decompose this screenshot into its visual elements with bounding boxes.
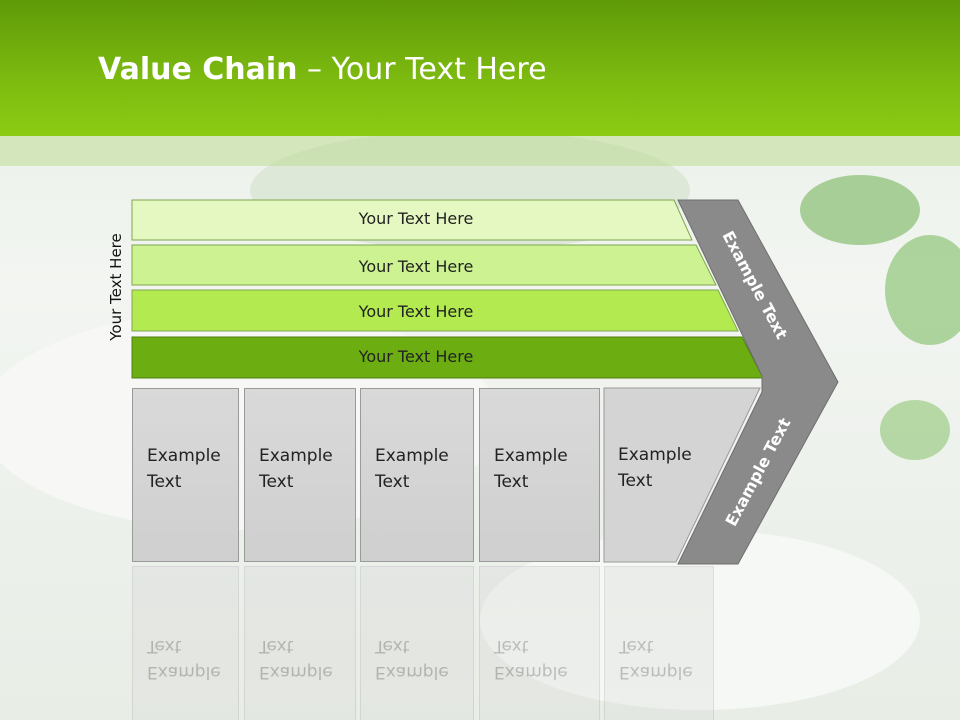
pebble-shape — [480, 530, 920, 710]
bar-4-label: Your Text Here — [358, 347, 474, 366]
bar-2-label: Your Text Here — [358, 257, 474, 276]
bar-2 — [131, 244, 717, 286]
box-3: Example Text — [360, 388, 474, 562]
box-4-label: Example Text — [494, 446, 568, 492]
header-bar — [0, 0, 960, 136]
leaf-shape — [885, 235, 960, 345]
leaf-shape — [880, 400, 950, 460]
chevron-shape — [677, 199, 839, 565]
box-4: Example Text — [479, 388, 600, 562]
box-2-label: Example Text — [259, 446, 333, 492]
header-band — [0, 136, 960, 166]
box-2: Example Text — [244, 388, 356, 562]
title-bold: Value Chain — [98, 52, 298, 87]
bar-1-label: Your Text Here — [358, 209, 474, 228]
leaf-shape — [800, 175, 920, 245]
box-5-label: Example Text — [618, 445, 692, 491]
slide-title: Value Chain – Your Text Here — [98, 52, 547, 87]
box-1-label: Example Text — [147, 446, 221, 492]
box-5: Example Text — [604, 388, 714, 562]
box-3-label: Example Text — [375, 446, 449, 492]
box-1: Example Text — [132, 388, 239, 562]
box-5-shape — [603, 387, 761, 563]
bar-3 — [131, 289, 739, 332]
title-rest: – Your Text Here — [297, 52, 547, 87]
bar-1 — [131, 199, 693, 241]
bar-3-label: Your Text Here — [358, 302, 474, 321]
